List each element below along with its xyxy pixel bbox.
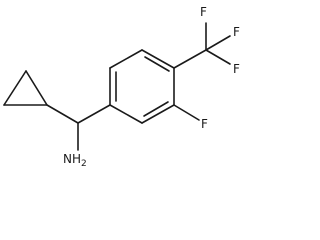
amine-nh-text: NH — [63, 152, 81, 166]
bond-ring-2 — [109, 49, 143, 69]
amine-subscript: 2 — [81, 159, 87, 169]
trifluoromethyl-group — [205, 22, 231, 65]
bond-ring-double-2 — [144, 56, 170, 72]
bond-ch-to-ring — [77, 104, 111, 124]
ring-fluorine-label: F — [201, 117, 208, 131]
bond-ring-5 — [141, 104, 175, 124]
bond-cf3-right-lower — [205, 49, 231, 65]
bond-ring-double-3 — [143, 101, 169, 117]
cf3-fluorine-right-upper-label: F — [233, 25, 240, 39]
bond-ring-6 — [109, 104, 143, 124]
benzene-ring — [109, 49, 175, 124]
cyclopropyl-ring — [3, 70, 48, 106]
bond-ring-3 — [141, 49, 175, 69]
cf3-fluorine-top-label: F — [200, 5, 207, 19]
bond-ring-to-cf3 — [173, 49, 207, 69]
bond-cf3-right-upper — [205, 35, 231, 51]
bond-ring-to-f — [173, 104, 200, 121]
bond-cyclopropyl-1 — [3, 70, 27, 106]
cf3-fluorine-right-lower-label: F — [233, 62, 240, 76]
bond-cyclopropyl-2 — [25, 70, 48, 106]
molecule-structure-drawing: F F F F NH2 — [3, 5, 240, 169]
bond-cyclopropyl-to-ch — [46, 104, 79, 124]
amine-label: NH2 — [63, 152, 87, 169]
